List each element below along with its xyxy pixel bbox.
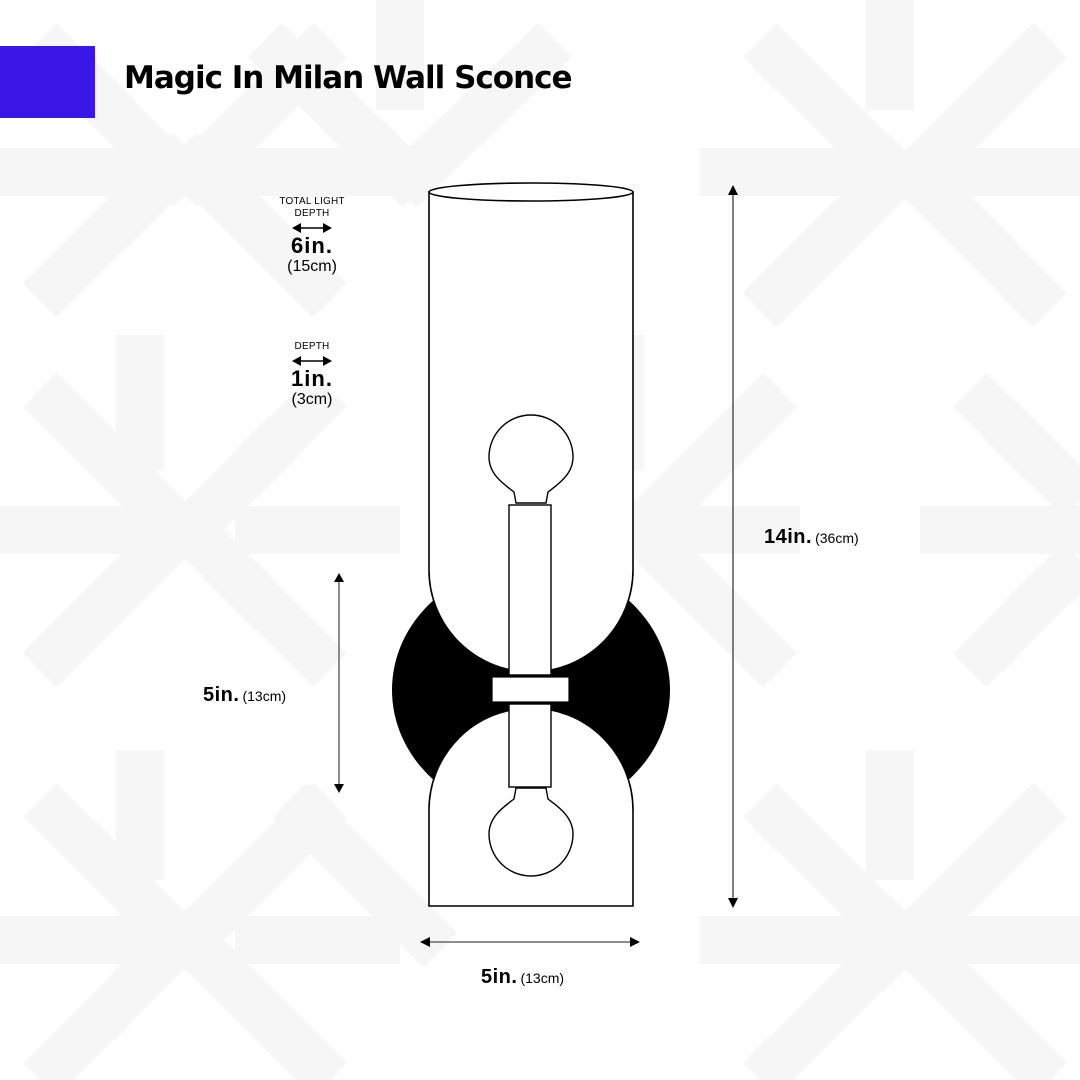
total-light-depth-label-line2: DEPTH <box>294 208 330 219</box>
backplate-height-metric: (13cm) <box>242 688 287 704</box>
total-light-depth-spec: TOTAL LIGHT DEPTH 6in. (15cm) <box>252 196 372 276</box>
height-metric: (36cm) <box>815 530 859 546</box>
total-light-depth-label-line1: TOTAL LIGHT <box>279 196 345 207</box>
total-light-depth-metric: (15cm) <box>287 258 337 275</box>
width-metric: (13cm) <box>520 970 565 986</box>
depth-value: 1in. <box>291 366 333 391</box>
backplate-height-value: 5in. <box>203 684 240 706</box>
shade-top-rim <box>428 182 634 202</box>
upper-bulb <box>488 414 574 504</box>
depth-spec: DEPTH 1in. (3cm) <box>252 341 372 409</box>
total-light-depth-value: 6in. <box>291 233 333 258</box>
horizontal-double-arrow-icon <box>292 356 332 366</box>
center-crossbar <box>491 676 570 703</box>
height-dimension-arrow <box>728 185 738 908</box>
upper-stem <box>508 504 552 676</box>
backplate-height-dimension-label: 5in.(13cm) <box>203 684 286 707</box>
lower-bulb <box>488 787 574 877</box>
backplate-height-dimension-arrow <box>334 573 344 793</box>
page-title: Magic In Milan Wall Sconce <box>124 60 573 96</box>
lower-stem <box>508 703 552 788</box>
depth-label: DEPTH <box>294 341 330 352</box>
brand-accent-square <box>0 46 95 118</box>
height-value: 14in. <box>764 526 813 548</box>
height-dimension-label: 14in.(36cm) <box>764 526 859 549</box>
width-dimension-label: 5in.(13cm) <box>481 966 564 989</box>
horizontal-double-arrow-icon <box>292 223 332 233</box>
width-value: 5in. <box>481 966 518 988</box>
depth-metric: (3cm) <box>291 391 333 408</box>
width-dimension-arrow <box>420 937 640 947</box>
